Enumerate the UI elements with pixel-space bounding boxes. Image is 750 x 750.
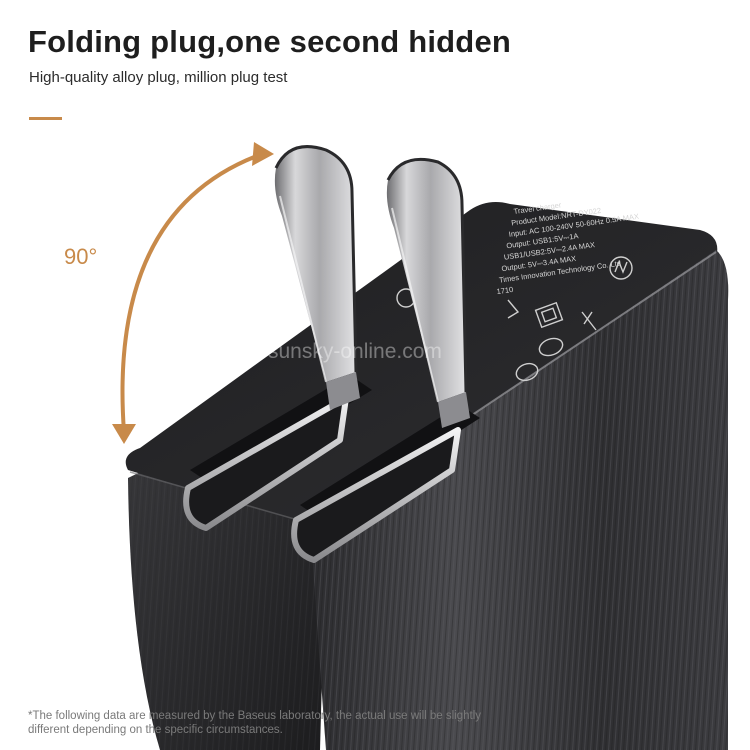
accent-divider — [29, 117, 62, 120]
footnote-line: *The following data are measured by the … — [28, 710, 482, 722]
page-title: Folding plug,one second hidden — [28, 24, 512, 59]
prong-right — [386, 157, 468, 403]
certification-icons — [396, 256, 633, 382]
footnote-line: different depending on the specific circ… — [28, 724, 283, 736]
charger-body: Travel charger Product Model:NRT-DY022 I… — [125, 200, 729, 750]
prong-left — [274, 145, 358, 383]
spec-line: 1710 — [496, 285, 514, 296]
footnote: *The following data are measured by the … — [28, 709, 588, 737]
rotation-arrow — [112, 142, 274, 444]
page-subtitle: High-quality alloy plug, million plug te… — [29, 69, 288, 86]
plug-prongs — [274, 145, 470, 428]
watermark: sunsky-online.com — [268, 340, 442, 363]
rotation-angle-label: 90° — [64, 244, 98, 269]
